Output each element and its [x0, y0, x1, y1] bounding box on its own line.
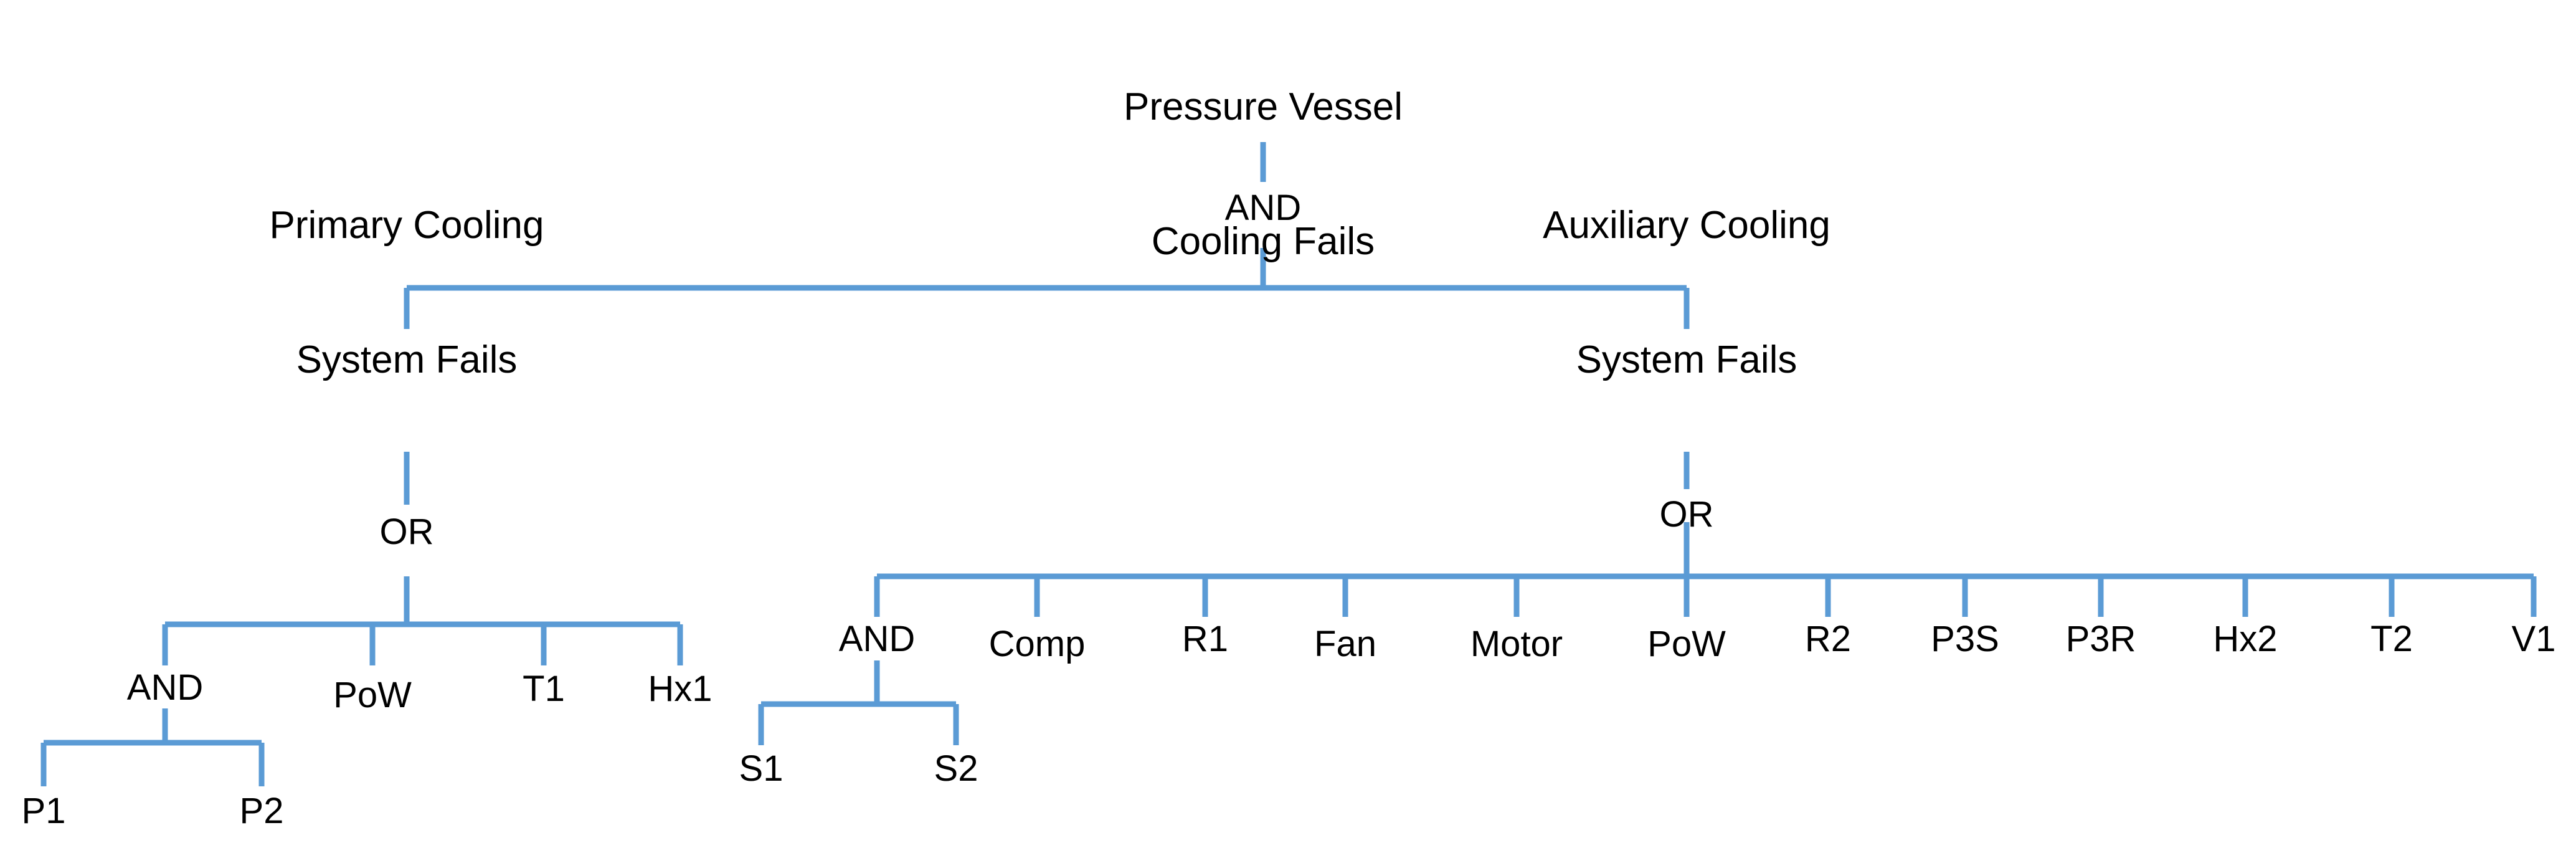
gate-aux-and: AND	[838, 619, 916, 659]
aux-line-2: System Fails	[1576, 338, 1797, 381]
leaf-s2: S2	[934, 748, 978, 789]
leaf-s1: S1	[739, 748, 784, 789]
leaf-aux-r1: R1	[1181, 619, 1229, 659]
leaf-aux-fan: Fan	[1314, 624, 1376, 664]
leaf-aux-r2: R2	[1804, 619, 1852, 659]
leaf-aux-motor: Motor	[1470, 624, 1563, 664]
primary-line-2: System Fails	[296, 338, 518, 381]
node-auxiliary-cooling-label: Auxiliary Cooling System Fails	[1543, 113, 1830, 472]
gate-primary-or: OR	[379, 512, 434, 552]
leaf-p1: P1	[21, 791, 66, 831]
gate-aux-or: OR	[1659, 494, 1714, 535]
gate-primary-and: AND	[126, 667, 204, 708]
leaf-primary-pow: PoW	[333, 675, 412, 715]
leaf-aux-p3s: P3S	[1931, 619, 1999, 659]
leaf-aux-t2: T2	[2370, 619, 2413, 659]
top-event-line-1: Pressure Vessel	[1124, 85, 1403, 128]
gate-top-and: AND	[1224, 188, 1302, 228]
top-event-line-2: Cooling Fails	[1151, 219, 1375, 263]
primary-line-1: Primary Cooling	[269, 203, 544, 247]
node-top-event: Pressure Vessel Cooling Fails	[1124, 0, 1403, 353]
leaf-aux-pow: PoW	[1647, 624, 1726, 664]
leaf-aux-hx2: Hx2	[2213, 619, 2278, 659]
leaf-primary-t1: T1	[523, 669, 565, 709]
node-primary-cooling-label: Primary Cooling System Fails	[269, 113, 544, 472]
leaf-aux-comp: Comp	[988, 624, 1086, 664]
leaf-aux-v1: V1	[2511, 619, 2556, 659]
leaf-primary-hx1: Hx1	[648, 669, 713, 709]
aux-line-1: Auxiliary Cooling	[1543, 203, 1830, 247]
leaf-aux-p3r: P3R	[2065, 619, 2136, 659]
leaf-p2: P2	[239, 791, 284, 831]
